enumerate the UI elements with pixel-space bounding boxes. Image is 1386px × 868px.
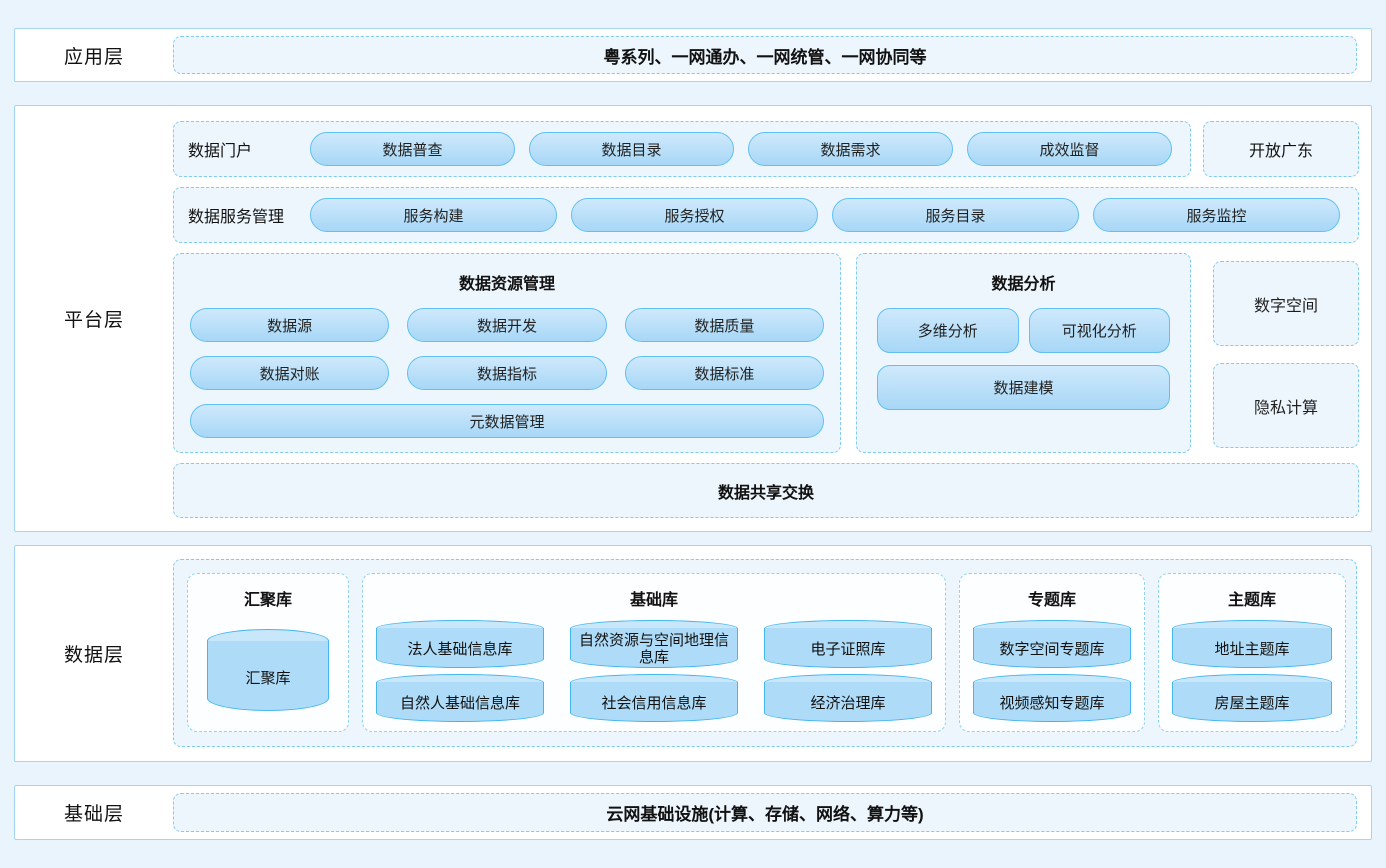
database-label: 自然资源与空间地理信息库 [578, 632, 729, 666]
platform-layer-label: 平台层 [63, 310, 124, 331]
cylinder-body [764, 682, 932, 722]
base-db-grid: 法人基础信息库 自然资源与空间地理信息库 电子证照库 [376, 620, 932, 722]
infrastructure-layer: 基础层 云网基础设施(计算、存储、网络、算力等) [14, 785, 1372, 840]
data-layer-content: 汇聚库 汇聚库 基础库 法人基础信息库 [173, 546, 1371, 761]
database-label: 数字空间专题库 [999, 640, 1105, 658]
hub-db-title: 汇聚库 [243, 592, 292, 609]
database-label: 房屋主题库 [1214, 694, 1290, 712]
service-item-pill: 服务授权 [571, 198, 818, 232]
portal-item-pill: 数据需求 [748, 132, 953, 166]
cylinder-body [1172, 682, 1332, 722]
portal-item-pill: 数据目录 [529, 132, 734, 166]
application-layer-content: 粤系列、一网通办、一网统管、一网协同等 [173, 29, 1371, 81]
hub-cylinder-wrap: 汇聚库 [201, 620, 335, 719]
data-service-group: 数据服务管理 服务构建 服务授权 服务目录 服务监控 [173, 187, 1359, 243]
resource-item-pill: 数据标准 [624, 356, 824, 390]
data-analysis-title: 数据分析 [991, 276, 1056, 293]
platform-side-column: 数字空间 隐私计算 [1213, 253, 1359, 453]
database-label: 视频感知专题库 [999, 694, 1105, 712]
resource-item-pill: 数据质量 [624, 308, 824, 342]
data-layer-label: 数据层 [63, 645, 124, 666]
portal-row: 数据门户 数据普查 数据目录 数据需求 成效监督 开放广东 [173, 121, 1359, 177]
database-cylinder: 自然人基础信息库 [376, 674, 544, 722]
database-cylinder: 社会信用信息库 [570, 674, 738, 722]
data-resource-management-box: 数据资源管理 数据源 数据开发 数据质量 数据对账 数据指标 数据标准 元数据管… [173, 253, 841, 453]
resource-item-pill: 数据源 [190, 308, 390, 342]
cylinder-body [376, 628, 544, 668]
database-cylinder: 电子证照库 [764, 620, 932, 668]
database-cylinder: 经济治理库 [764, 674, 932, 722]
cylinder-body [570, 682, 738, 722]
resource-pills-row1: 数据源 数据开发 数据质量 [190, 308, 824, 342]
database-cylinder: 法人基础信息库 [376, 620, 544, 668]
application-layer: 应用层 粤系列、一网通办、一网统管、一网协同等 [14, 28, 1372, 82]
cylinder-body [764, 628, 932, 668]
application-banner: 粤系列、一网通办、一网统管、一网协同等 [173, 36, 1357, 74]
portal-item-pill: 成效监督 [967, 132, 1172, 166]
service-item-pill: 服务监控 [1093, 198, 1340, 232]
database-label: 地址主题库 [1214, 640, 1290, 658]
data-layer: 数据层 汇聚库 汇聚库 基础库 法 [14, 545, 1372, 762]
special-db-group: 专题库 数字空间专题库 视频感知专题库 [959, 573, 1145, 732]
theme-db-grid: 地址主题库 房屋主题库 [1172, 620, 1332, 722]
database-cylinder: 数字空间专题库 [973, 620, 1131, 668]
database-cylinder: 自然资源与空间地理信息库 [570, 620, 738, 668]
database-cylinder: 房屋主题库 [1172, 674, 1332, 722]
database-cylinder: 地址主题库 [1172, 620, 1332, 668]
data-service-pills: 服务构建 服务授权 服务目录 服务监控 [310, 198, 1340, 232]
open-guangdong-box: 开放广东 [1203, 121, 1359, 177]
data-portal-label: 数据门户 [188, 143, 253, 160]
data-portal-group: 数据门户 数据普查 数据目录 数据需求 成效监督 [173, 121, 1191, 177]
infrastructure-layer-label: 基础层 [63, 804, 124, 825]
privacy-computing-box: 隐私计算 [1213, 363, 1359, 448]
analysis-pills-row1: 多维分析 可视化分析 [877, 308, 1170, 353]
platform-layer: 平台层 数据门户 数据普查 数据目录 数据需求 成效监督 开放广东 数据服务管理… [14, 105, 1372, 532]
data-service-label: 数据服务管理 [188, 209, 285, 226]
service-item-pill: 服务构建 [310, 198, 557, 232]
analysis-item-pill: 可视化分析 [1028, 308, 1170, 353]
infrastructure-banner: 云网基础设施(计算、存储、网络、算力等) [173, 793, 1357, 832]
infrastructure-layer-content: 云网基础设施(计算、存储、网络、算力等) [173, 786, 1371, 839]
hub-db-group: 汇聚库 汇聚库 [187, 573, 349, 732]
service-item-pill: 服务目录 [832, 198, 1079, 232]
special-db-title: 专题库 [1027, 592, 1076, 609]
theme-db-group: 主题库 地址主题库 房屋主题库 [1158, 573, 1346, 732]
cylinder-body [1172, 628, 1332, 668]
application-layer-label: 应用层 [63, 46, 124, 68]
database-label: 电子证照库 [810, 640, 886, 658]
resource-item-pill: 数据对账 [190, 356, 390, 390]
cylinder-body [207, 640, 329, 711]
metadata-management-pill: 元数据管理 [190, 404, 824, 438]
database-label: 汇聚库 [245, 669, 291, 687]
analysis-item-pill: 多维分析 [877, 308, 1019, 353]
data-portal-pills: 数据普查 数据目录 数据需求 成效监督 [310, 132, 1172, 166]
digital-space-box: 数字空间 [1213, 261, 1359, 346]
databases-container: 汇聚库 汇聚库 基础库 法人基础信息库 [173, 559, 1357, 747]
resource-item-pill: 数据指标 [407, 356, 607, 390]
theme-db-title: 主题库 [1227, 592, 1276, 609]
service-row: 数据服务管理 服务构建 服务授权 服务目录 服务监控 [173, 187, 1359, 243]
database-label: 社会信用信息库 [601, 694, 707, 712]
database-cylinder: 视频感知专题库 [973, 674, 1131, 722]
management-row: 数据资源管理 数据源 数据开发 数据质量 数据对账 数据指标 数据标准 元数据管… [173, 253, 1359, 453]
data-exchange-bar: 数据共享交换 [173, 463, 1359, 518]
portal-item-pill: 数据普查 [310, 132, 515, 166]
data-analysis-box: 数据分析 多维分析 可视化分析 数据建模 [856, 253, 1191, 453]
database-label: 法人基础信息库 [407, 640, 513, 658]
resource-item-pill: 数据开发 [407, 308, 607, 342]
cylinder-body [973, 682, 1131, 722]
resource-pills-row2: 数据对账 数据指标 数据标准 [190, 356, 824, 390]
database-label: 经济治理库 [810, 694, 886, 712]
database-label: 自然人基础信息库 [399, 694, 520, 712]
cylinder-body [376, 682, 544, 722]
data-modeling-pill: 数据建模 [877, 365, 1170, 410]
special-db-grid: 数字空间专题库 视频感知专题库 [973, 620, 1131, 722]
cylinder-body [973, 628, 1131, 668]
base-db-title: 基础库 [629, 592, 678, 609]
cylinder-body [570, 628, 738, 668]
database-cylinder: 汇聚库 [207, 628, 329, 711]
data-resource-management-title: 数据资源管理 [458, 276, 555, 293]
base-db-group: 基础库 法人基础信息库 自然资源与空间地理信息库 [362, 573, 946, 732]
platform-layer-content: 数据门户 数据普查 数据目录 数据需求 成效监督 开放广东 数据服务管理 服务构… [173, 106, 1373, 531]
